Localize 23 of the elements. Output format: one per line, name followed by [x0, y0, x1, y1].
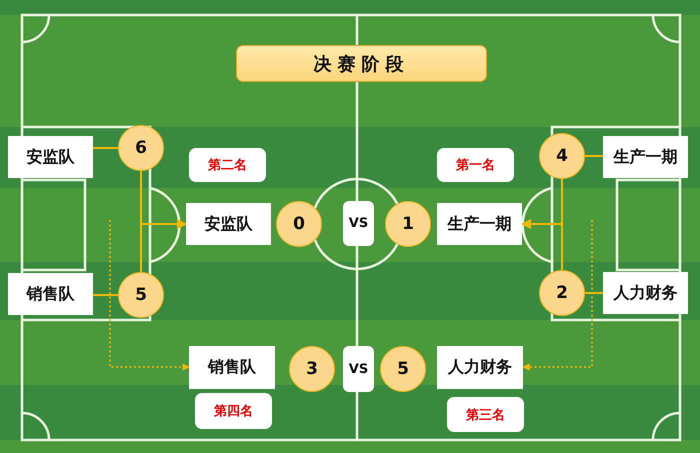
arrow [522, 220, 593, 371]
connector-line [93, 294, 118, 296]
vs-badge: VS [343, 201, 374, 246]
team-name-box: 安监队 [8, 136, 93, 178]
team-name-box: 销售队 [189, 346, 275, 389]
team-name-box: 安监队 [186, 203, 271, 245]
team-name-box: 人力财务 [437, 346, 523, 389]
team-name-box: 生产一期 [437, 203, 522, 245]
title-banner: 决赛阶段 [236, 45, 487, 82]
arrow [521, 219, 563, 270]
vs-badge: VS [343, 346, 374, 392]
connector-line [585, 155, 603, 157]
arrow [140, 219, 187, 272]
connector-line [585, 292, 603, 294]
team-name-box: 生产一期 [603, 136, 688, 178]
connector-line [93, 147, 118, 149]
rank-label: 第一名 [437, 148, 514, 182]
rank-label: 第四名 [195, 393, 272, 429]
team-name-box: 销售队 [8, 273, 93, 315]
rank-label: 第二名 [189, 148, 266, 182]
team-name-box: 人力财务 [603, 272, 688, 314]
rank-label: 第三名 [447, 397, 524, 432]
arrow [109, 220, 190, 371]
